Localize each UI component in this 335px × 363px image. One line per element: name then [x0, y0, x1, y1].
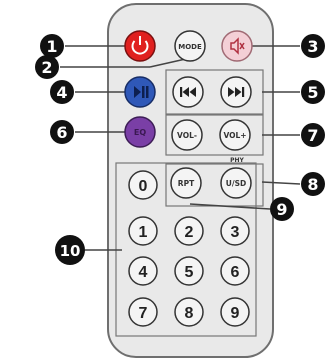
digit-button-6[interactable]: 6: [221, 257, 249, 285]
eq-button[interactable]: EQ: [125, 117, 155, 147]
volume-down-button[interactable]: VOL-: [172, 120, 202, 150]
digit-button-9[interactable]: 9: [221, 298, 249, 326]
mode-button[interactable]: MODE: [175, 31, 205, 61]
callout-number: 2: [41, 58, 52, 77]
digit-button-0[interactable]: 0: [129, 171, 157, 199]
digit-label: 5: [185, 264, 194, 281]
mode-label: MODE: [178, 43, 202, 51]
callout-number: 4: [56, 83, 67, 102]
digit-button-1[interactable]: 1: [129, 217, 157, 245]
callout-number: 6: [56, 123, 67, 142]
callout-8: 8: [301, 172, 325, 196]
phy-label: PHY: [230, 157, 244, 164]
mute-button[interactable]: [222, 31, 252, 61]
digit-label: 4: [139, 264, 148, 281]
callout-number: 7: [307, 126, 318, 145]
callout-3: 3: [301, 34, 325, 58]
digit-button-4[interactable]: 4: [129, 257, 157, 285]
callout-10: 10: [55, 235, 85, 265]
digit-button-7[interactable]: 7: [129, 298, 157, 326]
rpt-label: RPT: [178, 179, 195, 188]
rpt-button[interactable]: RPT: [171, 168, 201, 198]
digit-label: 2: [185, 224, 194, 241]
callout-number: 5: [307, 83, 318, 102]
digit-label: 7: [139, 305, 148, 322]
callout-number: 10: [60, 242, 81, 260]
callout-number: 1: [46, 37, 57, 56]
previous-button[interactable]: [173, 77, 203, 107]
callout-5: 5: [301, 80, 325, 104]
callout-7: 7: [301, 123, 325, 147]
power-button[interactable]: [125, 31, 155, 61]
volume-up-label: VOL+: [223, 131, 246, 140]
digit-button-2[interactable]: 2: [175, 217, 203, 245]
digit-button-8[interactable]: 8: [175, 298, 203, 326]
usb-sd-label: U/SD: [226, 179, 246, 188]
digit-label: 3: [231, 224, 240, 241]
digit-button-5[interactable]: 5: [175, 257, 203, 285]
digit-label: 0: [139, 178, 148, 195]
callout-1: 1: [40, 34, 64, 58]
volume-up-button[interactable]: VOL+: [220, 120, 250, 150]
digit-label: 9: [231, 305, 240, 322]
eq-label: EQ: [134, 128, 146, 137]
digit-label: 6: [231, 264, 240, 281]
callout-6: 6: [50, 120, 74, 144]
callout-number: 9: [276, 200, 287, 219]
callout-9: 9: [270, 197, 294, 221]
digit-label: 1: [139, 224, 148, 241]
next-button[interactable]: [221, 77, 251, 107]
callout-number: 3: [307, 37, 318, 56]
digit-label: 8: [185, 305, 194, 322]
callout-2: 2: [35, 55, 59, 79]
callout-4: 4: [50, 80, 74, 104]
usb-sd-button[interactable]: U/SD: [221, 168, 251, 198]
callout-number: 8: [307, 175, 318, 194]
play-pause-button[interactable]: [125, 77, 155, 107]
digit-button-3[interactable]: 3: [221, 217, 249, 245]
volume-down-label: VOL-: [177, 131, 197, 140]
